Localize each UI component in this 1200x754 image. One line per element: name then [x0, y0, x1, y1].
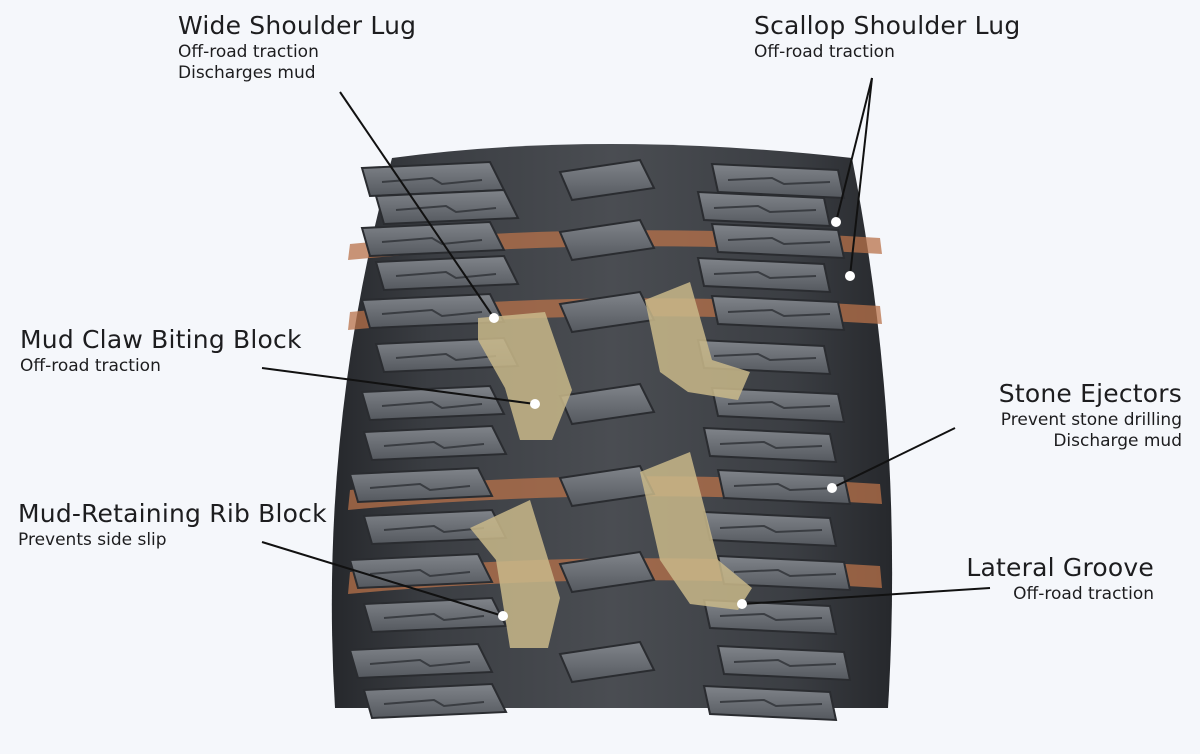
sipe-line [395, 352, 497, 362]
callout-title: Mud Claw Biting Block [20, 325, 302, 354]
marker-dot [530, 399, 540, 409]
sipe-line [395, 204, 497, 214]
callout-desc: Discharges mud [178, 63, 316, 84]
sipe-line [369, 568, 471, 578]
callout-stone-ejectors: Stone Ejectors Prevent stone drilling Di… [998, 379, 1182, 452]
sipe-line [719, 524, 823, 534]
sipe-line [369, 482, 471, 492]
rib-block-highlight-right [640, 452, 752, 610]
callout-desc: Off-road traction [1013, 583, 1154, 604]
center-block [558, 158, 656, 202]
callout-mud-claw-biting-block: Mud Claw Biting Block Off-road traction [20, 325, 302, 376]
center-block [558, 550, 656, 594]
rib-block-highlight-left [470, 500, 560, 648]
callout-title: Stone Ejectors [998, 379, 1182, 408]
sipe-line [733, 482, 837, 492]
sipe-line [383, 612, 485, 622]
sipe-line [719, 440, 823, 450]
sipe-line [719, 698, 823, 708]
sipe-line [713, 352, 817, 362]
sipe-line [733, 658, 837, 668]
sipe-line [383, 698, 485, 708]
callout-title: Wide Shoulder Lug [178, 11, 417, 40]
leader-wide-shoulder [339, 91, 495, 319]
callout-desc: Off-road traction [178, 41, 319, 62]
callout-desc: Off-road traction [20, 355, 161, 376]
marker-dot [489, 313, 499, 323]
leader-lateral-groove [741, 587, 991, 605]
sipe-line [381, 400, 483, 410]
sipe-line [733, 568, 837, 578]
highlighted-blocks [470, 282, 752, 648]
sipe-line [713, 204, 817, 214]
leader-stone-ejector [831, 427, 956, 489]
marker-dot [827, 483, 837, 493]
sipe-line [381, 176, 483, 186]
sipe-line [719, 612, 823, 622]
sipe-line [383, 524, 485, 534]
sipe-line [727, 308, 831, 318]
marker-dot [498, 611, 508, 621]
sipe-line [727, 176, 831, 186]
callout-mud-retaining-rib-block: Mud-Retaining Rib Block Prevents side sl… [18, 499, 327, 550]
callout-title: Mud-Retaining Rib Block [18, 499, 327, 528]
sipe-line [713, 270, 817, 280]
callout-desc: Prevents side slip [18, 529, 167, 550]
center-block [558, 640, 656, 684]
leader-rib-block [261, 541, 504, 617]
callout-lateral-groove: Lateral Groove Off-road traction [966, 553, 1154, 604]
callout-scallop-shoulder-lug: Scallop Shoulder Lug Off-road traction [754, 11, 1021, 62]
marker-dots [489, 217, 855, 621]
sipe-line [381, 236, 483, 246]
leader-mud-claw [261, 367, 536, 405]
mud-claw-highlight-left [478, 312, 572, 440]
center-block [558, 218, 656, 262]
sipe-line [727, 236, 831, 246]
leader-scallop-b [849, 77, 873, 277]
callout-desc: Discharge mud [1053, 431, 1182, 452]
sipe-line [727, 400, 831, 410]
marker-dot [845, 271, 855, 281]
center-block [558, 382, 656, 426]
callout-title: Lateral Groove [966, 553, 1154, 582]
leader-scallop-a [835, 77, 873, 223]
marker-dot [737, 599, 747, 609]
callout-title: Scallop Shoulder Lug [754, 11, 1021, 40]
callout-desc: Prevent stone drilling [1000, 409, 1182, 430]
callout-wide-shoulder-lug: Wide Shoulder Lug Off-road traction Disc… [178, 11, 417, 84]
sipe-line [395, 270, 497, 280]
mud-claw-highlight-right [645, 282, 750, 400]
sipe-line [383, 440, 485, 450]
marker-dot [831, 217, 841, 227]
leader-lines [261, 77, 991, 617]
sipe-line [381, 308, 483, 318]
sipe-line [369, 658, 471, 668]
callout-desc: Off-road traction [754, 41, 895, 62]
